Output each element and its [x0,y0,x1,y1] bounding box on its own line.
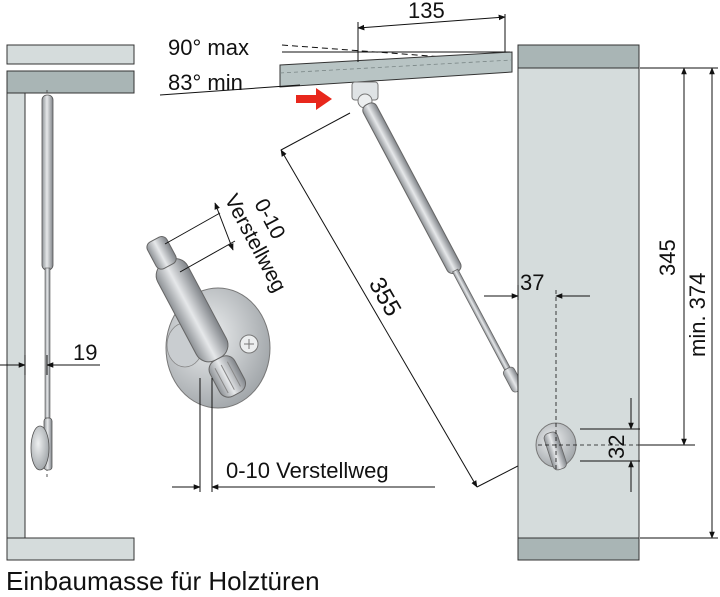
main-strut-rod [451,268,512,373]
red-arrow-icon [296,88,332,110]
angle-max-label: 90° max [168,35,249,60]
right-cabinet-bottom-band [517,537,640,561]
diagram-caption: Einbaumasse für Holztüren [6,566,320,596]
left-strut-mount [30,425,50,471]
left-cabinet-top-band [6,70,135,94]
bracket-detail: 0-10 Verstellweg 0-10 Verstellweg [146,190,435,492]
left-strut-rod [44,267,51,419]
right-cabinet: 37 32 345 min. 374 [484,44,718,561]
main-strut-cylinder [362,102,462,274]
dim-37-label: 37 [520,270,544,295]
door-panel [279,51,513,88]
dim-135-label: 135 [408,0,445,23]
dim-355-label: 355 [363,273,406,321]
door-assembly: 90° max 83° min 135 355 [159,0,546,488]
left-cabinet-side-wall [6,92,26,539]
angle-min-label: 83° min [168,70,243,95]
left-cabinet-top-shelf [6,44,135,65]
dim-32-label: 32 [604,435,629,459]
dim-19-label: 19 [73,340,97,365]
left-strut-cylinder [41,94,54,271]
left-cabinet-bottom-shelf [6,537,135,561]
adjust-full-label: 0-10 Verstellweg [226,458,389,483]
dim-345-label: 345 [655,239,680,276]
left-cabinet: 19 [0,44,135,561]
dim-min374-label: min. 374 [685,273,710,357]
right-cabinet-top-band [517,44,640,69]
right-cabinet-body [517,44,640,561]
